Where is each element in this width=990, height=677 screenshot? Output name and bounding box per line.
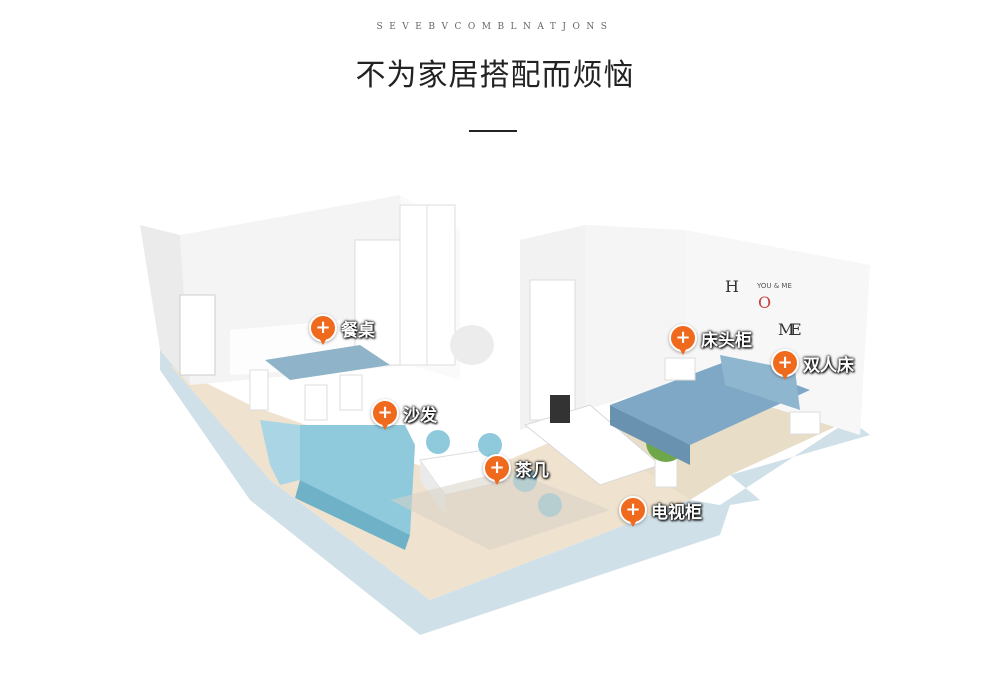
plus-circle-icon: + <box>309 314 337 345</box>
hotspot-double-bed[interactable]: + 双人床 <box>771 349 854 380</box>
plus-circle-icon: + <box>483 454 511 485</box>
page-title: 不为家居搭配而烦恼 <box>355 58 635 93</box>
hotspot-tv-cabinet[interactable]: + 电视柜 <box>619 496 702 527</box>
hotspot-coffee-table[interactable]: + 茶几 <box>483 454 549 485</box>
plus-circle-icon: + <box>669 324 697 355</box>
home-letter-m: M <box>778 320 794 339</box>
floor-plan-scene: H O M E YOU & ME <box>130 180 890 650</box>
plus-circle-icon: + <box>371 399 399 430</box>
brand-subtitle: SEVEBVCOMBLNATJONS <box>376 22 614 32</box>
home-letter-h: H <box>725 277 739 296</box>
plus-circle-icon: + <box>619 496 647 527</box>
home-letter-o: O <box>758 293 771 312</box>
plus-circle-icon: + <box>771 349 799 380</box>
hotspot-nightstand[interactable]: + 床头柜 <box>669 324 752 355</box>
you-and-me-sign: YOU & ME <box>756 282 792 290</box>
hotspot-label: 沙发 <box>403 405 437 426</box>
hotspot-label: 双人床 <box>803 355 854 376</box>
hotspot-dining-table[interactable]: + 餐桌 <box>309 314 375 345</box>
hotspot-label: 茶几 <box>515 460 549 481</box>
home-letter-e: E <box>790 320 802 339</box>
hotspot-label: 电视柜 <box>651 502 702 523</box>
hotspot-label: 餐桌 <box>341 320 375 341</box>
title-divider <box>469 130 517 132</box>
floor-plan-illustration: H O M E YOU & ME <box>140 195 870 635</box>
hotspot-label: 床头柜 <box>701 330 752 351</box>
hotspot-sofa[interactable]: + 沙发 <box>371 399 437 430</box>
